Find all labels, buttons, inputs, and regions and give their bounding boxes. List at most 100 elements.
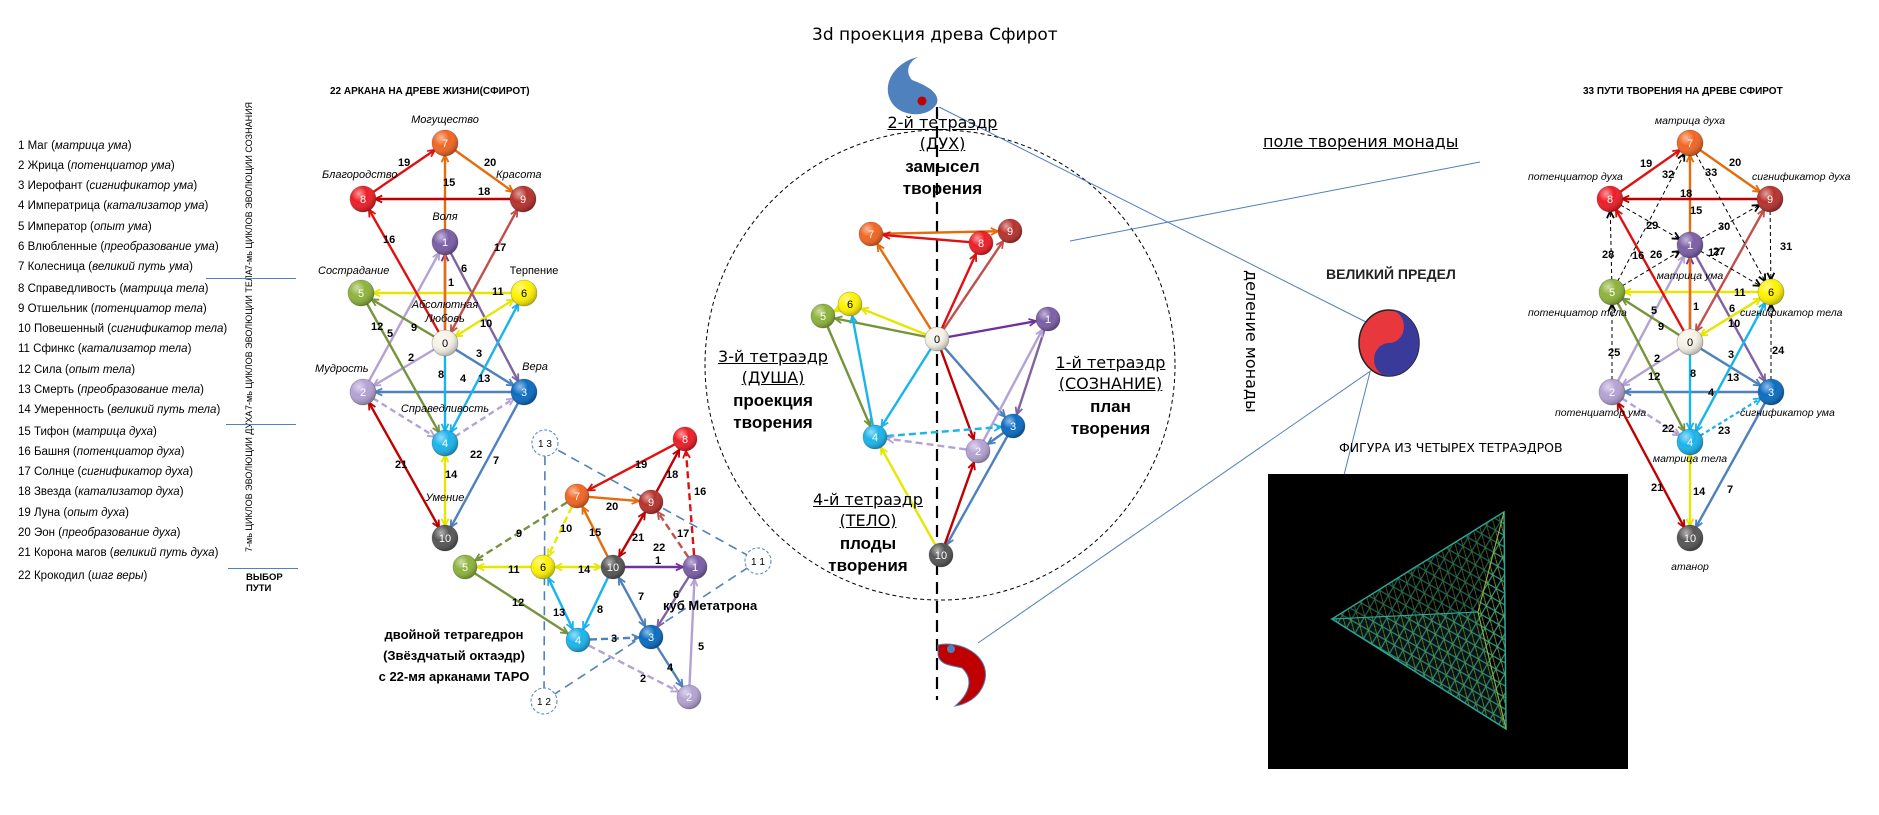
right-tree-path-number: 23 bbox=[1718, 425, 1730, 437]
right-tree-path-number: 22 bbox=[1662, 423, 1674, 435]
node-number: 9 bbox=[520, 194, 526, 206]
left-tree-path-number: 10 bbox=[480, 318, 492, 330]
right-tree-path-number: 10 bbox=[1728, 318, 1740, 330]
group-separator bbox=[206, 278, 296, 279]
left-tree-node-label: Могущество bbox=[411, 114, 479, 126]
tetra4-bold1: плоды bbox=[839, 534, 897, 553]
center-edge bbox=[942, 240, 1005, 330]
tetra3-bold2: творения bbox=[733, 413, 813, 432]
yang-half-icon bbox=[887, 57, 938, 115]
node-number: 0 bbox=[934, 334, 940, 346]
left-tree-path-number: 7 bbox=[493, 455, 499, 467]
star-path-number: 21 bbox=[632, 532, 644, 544]
arcana-list-item: 8 Справедливость (матрица тела) bbox=[18, 283, 209, 295]
node-shine bbox=[511, 280, 537, 306]
node-shine bbox=[531, 555, 555, 579]
center-edge bbox=[826, 326, 872, 427]
star-path-12 bbox=[474, 572, 569, 635]
node-number: 0 bbox=[1687, 337, 1693, 349]
star-path-4 bbox=[656, 646, 684, 688]
left-tree-path-number: 20 bbox=[484, 157, 496, 169]
node-shine bbox=[1599, 279, 1625, 305]
star-path-number: 18 bbox=[666, 469, 678, 481]
left-tree-path-13 bbox=[449, 303, 520, 433]
node-number: 5 bbox=[1609, 287, 1615, 299]
tetra2-line2: (ДУХ) bbox=[919, 134, 966, 153]
right-tree-path-5 bbox=[1616, 255, 1686, 382]
fractal-tetrahedron-icon bbox=[1330, 510, 1507, 731]
right-tree-node-label: потенциатор тела bbox=[1528, 307, 1627, 319]
yin-eye-icon bbox=[947, 645, 955, 653]
right-tree-node-label: матрица духа bbox=[1655, 115, 1725, 127]
tetra4-label: 4-й тетраэдр (ТЕЛО) плоды творения bbox=[808, 490, 928, 576]
center-edge bbox=[940, 253, 978, 329]
node-number: 4 bbox=[575, 635, 581, 647]
node-shine bbox=[566, 628, 590, 652]
left-tree-path-number: 15 bbox=[443, 177, 455, 189]
yin-yang-icon bbox=[1358, 309, 1420, 377]
node-shine bbox=[1758, 379, 1784, 405]
right-tree-path-number: 20 bbox=[1729, 157, 1741, 169]
node-number: 2 bbox=[686, 692, 692, 704]
tetra1-bold2: творения bbox=[1070, 419, 1151, 438]
arcana-list-item: 11 Сфинкс (катализатор тела) bbox=[18, 343, 192, 355]
left-tree-node-label: Вера bbox=[522, 361, 548, 373]
right-tree-path-number: 17 bbox=[1708, 247, 1720, 259]
tetra1-line1: 1-й тетраэдр bbox=[1055, 353, 1166, 372]
right-tree-path-number: 9 bbox=[1658, 321, 1664, 333]
left-tree-node-label: Любовь bbox=[424, 313, 465, 325]
node-shine bbox=[673, 427, 697, 451]
tetra2-bold2: творения bbox=[902, 179, 983, 198]
tetra3-label: 3-й тетраэдр (ДУША) проекция творения bbox=[708, 347, 838, 433]
ghost-node-number: 1 3 bbox=[538, 439, 552, 450]
right-tree-path-20 bbox=[1699, 148, 1761, 194]
node-shine bbox=[1677, 130, 1703, 156]
node-number: 8 bbox=[1607, 194, 1613, 206]
node-number: 8 bbox=[360, 194, 366, 206]
left-tree-node-label: Терпение bbox=[510, 265, 559, 277]
arrowhead bbox=[1758, 273, 1767, 284]
yin-yang-dot bbox=[1384, 354, 1394, 364]
metatron-cube-label: куб Метатрона bbox=[663, 598, 758, 613]
center-edge bbox=[880, 348, 932, 428]
right-tree-path-number: 21 bbox=[1651, 482, 1663, 494]
left-tree-path-number: 3 bbox=[476, 348, 482, 360]
left-tree-path-number: 16 bbox=[383, 234, 395, 246]
center-edge-dashed bbox=[886, 425, 1002, 438]
arcana-list-item: 7 Колесница (великий путь ума) bbox=[18, 261, 193, 273]
left-tree-path-12 bbox=[365, 302, 441, 434]
left-tree-node-label: Умение bbox=[425, 492, 465, 504]
left-tree-path-16 bbox=[367, 208, 441, 334]
arcana-list-item: 3 Иерофант (сигнификатор ума) bbox=[18, 180, 198, 192]
node-shine bbox=[1036, 307, 1060, 331]
star-tetra-caption: двойной тетрагедрон (Звёздчатый октаэдр)… bbox=[364, 624, 544, 687]
star-path-number: 22 bbox=[653, 542, 665, 554]
node-shine bbox=[1757, 186, 1783, 212]
node-number: 10 bbox=[935, 550, 947, 562]
right-tree-path-number: 32 bbox=[1662, 169, 1674, 181]
left-tree-path-number: 9 bbox=[411, 322, 417, 334]
right-tree-path-number: 11 bbox=[1734, 287, 1746, 299]
right-tree-path-number: 19 bbox=[1640, 158, 1652, 170]
node-number: 5 bbox=[462, 562, 468, 574]
node-shine bbox=[350, 379, 376, 405]
right-tree-path-27 bbox=[1700, 250, 1761, 287]
node-shine bbox=[432, 330, 458, 356]
left-tree-path-number: 2 bbox=[408, 352, 414, 364]
arcana-list-item: 5 Император (опыт ума) bbox=[18, 221, 152, 233]
ghost-node-number: 1 2 bbox=[537, 697, 551, 708]
right-tree-path-21 bbox=[1616, 402, 1686, 528]
star-path-21 bbox=[618, 511, 646, 558]
right-tree-path-number: 25 bbox=[1608, 347, 1620, 359]
left-tree-path-number: 18 bbox=[478, 186, 490, 198]
right-tree-path-number: 18 bbox=[1680, 188, 1692, 200]
node-number: 4 bbox=[1687, 437, 1693, 449]
right-tree-path-17 bbox=[1694, 208, 1766, 333]
node-number: 2 bbox=[360, 387, 366, 399]
node-shine bbox=[639, 490, 663, 514]
node-number: 8 bbox=[978, 238, 984, 250]
right-tree-path-31 bbox=[1769, 210, 1772, 281]
left-tree-path-number: 22 bbox=[470, 449, 482, 461]
yang-eye-icon bbox=[917, 96, 927, 106]
tetra1-bold1: план bbox=[1090, 397, 1131, 416]
